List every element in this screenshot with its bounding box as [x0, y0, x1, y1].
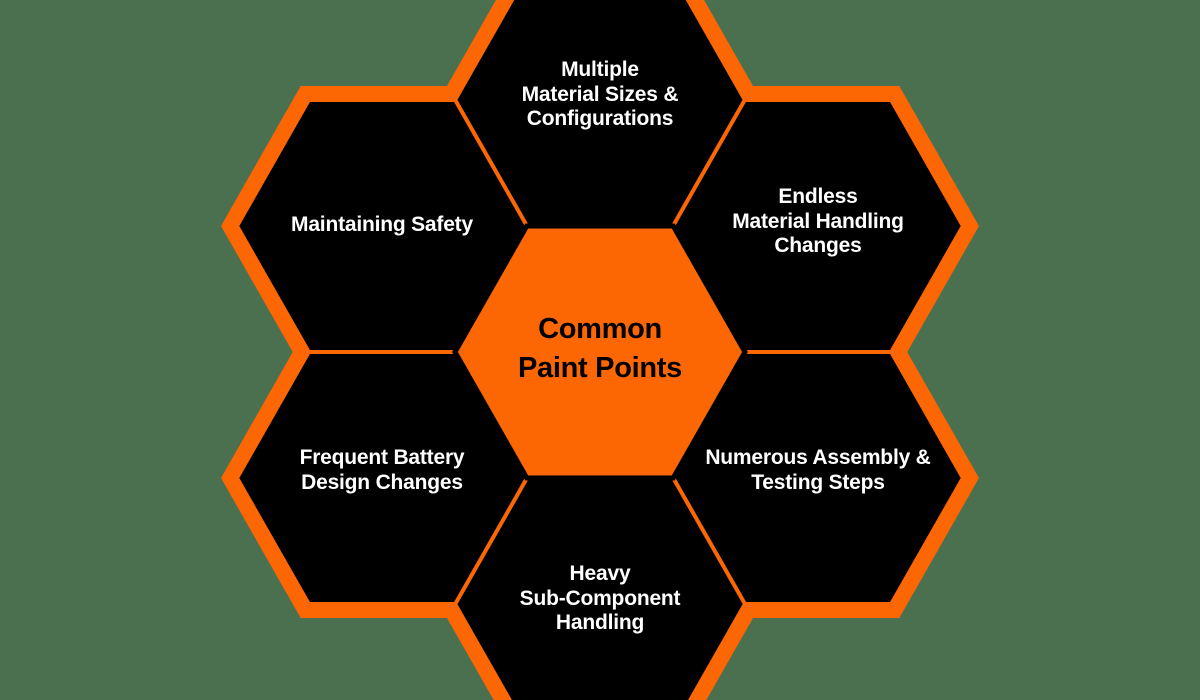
satellite-hexagons [234, 0, 966, 700]
hexagon-center [452, 223, 748, 481]
center-hexagon [452, 223, 748, 481]
